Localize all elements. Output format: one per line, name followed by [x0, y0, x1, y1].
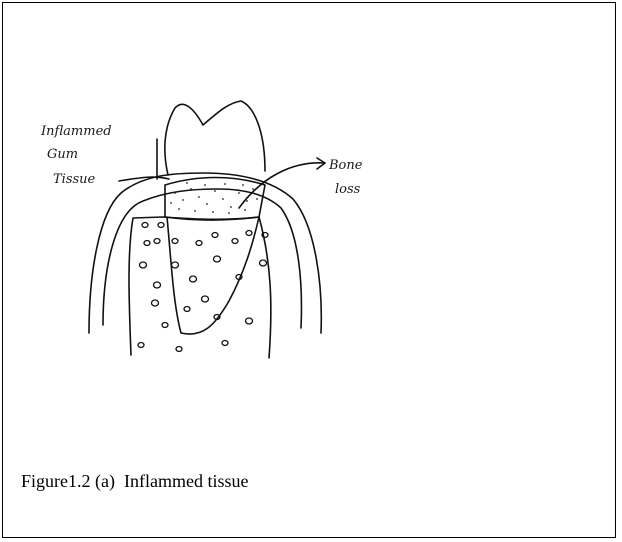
- bone-arrow: [239, 163, 325, 208]
- bone-pores: [138, 223, 268, 352]
- tooth-crown: [165, 101, 265, 175]
- bone-outline: [129, 217, 271, 358]
- inflammation-dots: [170, 182, 258, 214]
- label-inflamed-line1: Inflammed: [40, 124, 112, 139]
- gum-inner: [103, 189, 301, 328]
- label-bone-loss-line2: loss: [335, 182, 361, 197]
- figure-frame: Inflammed Gum Tissue Bone loss Figure1.2…: [2, 2, 616, 538]
- gum-outer: [89, 173, 321, 333]
- tooth-gum-diagram: Inflammed Gum Tissue Bone loss: [3, 3, 617, 539]
- label-inflamed-line3: Tissue: [53, 172, 96, 187]
- label-inflamed-line2: Gum: [47, 147, 78, 162]
- label-bone-loss-line1: Bone: [328, 158, 363, 173]
- figure-caption: Figure1.2 (a) Inflammed tissue: [21, 471, 248, 492]
- bone-loss-outline: [167, 217, 259, 334]
- inflamed-region: [165, 178, 265, 221]
